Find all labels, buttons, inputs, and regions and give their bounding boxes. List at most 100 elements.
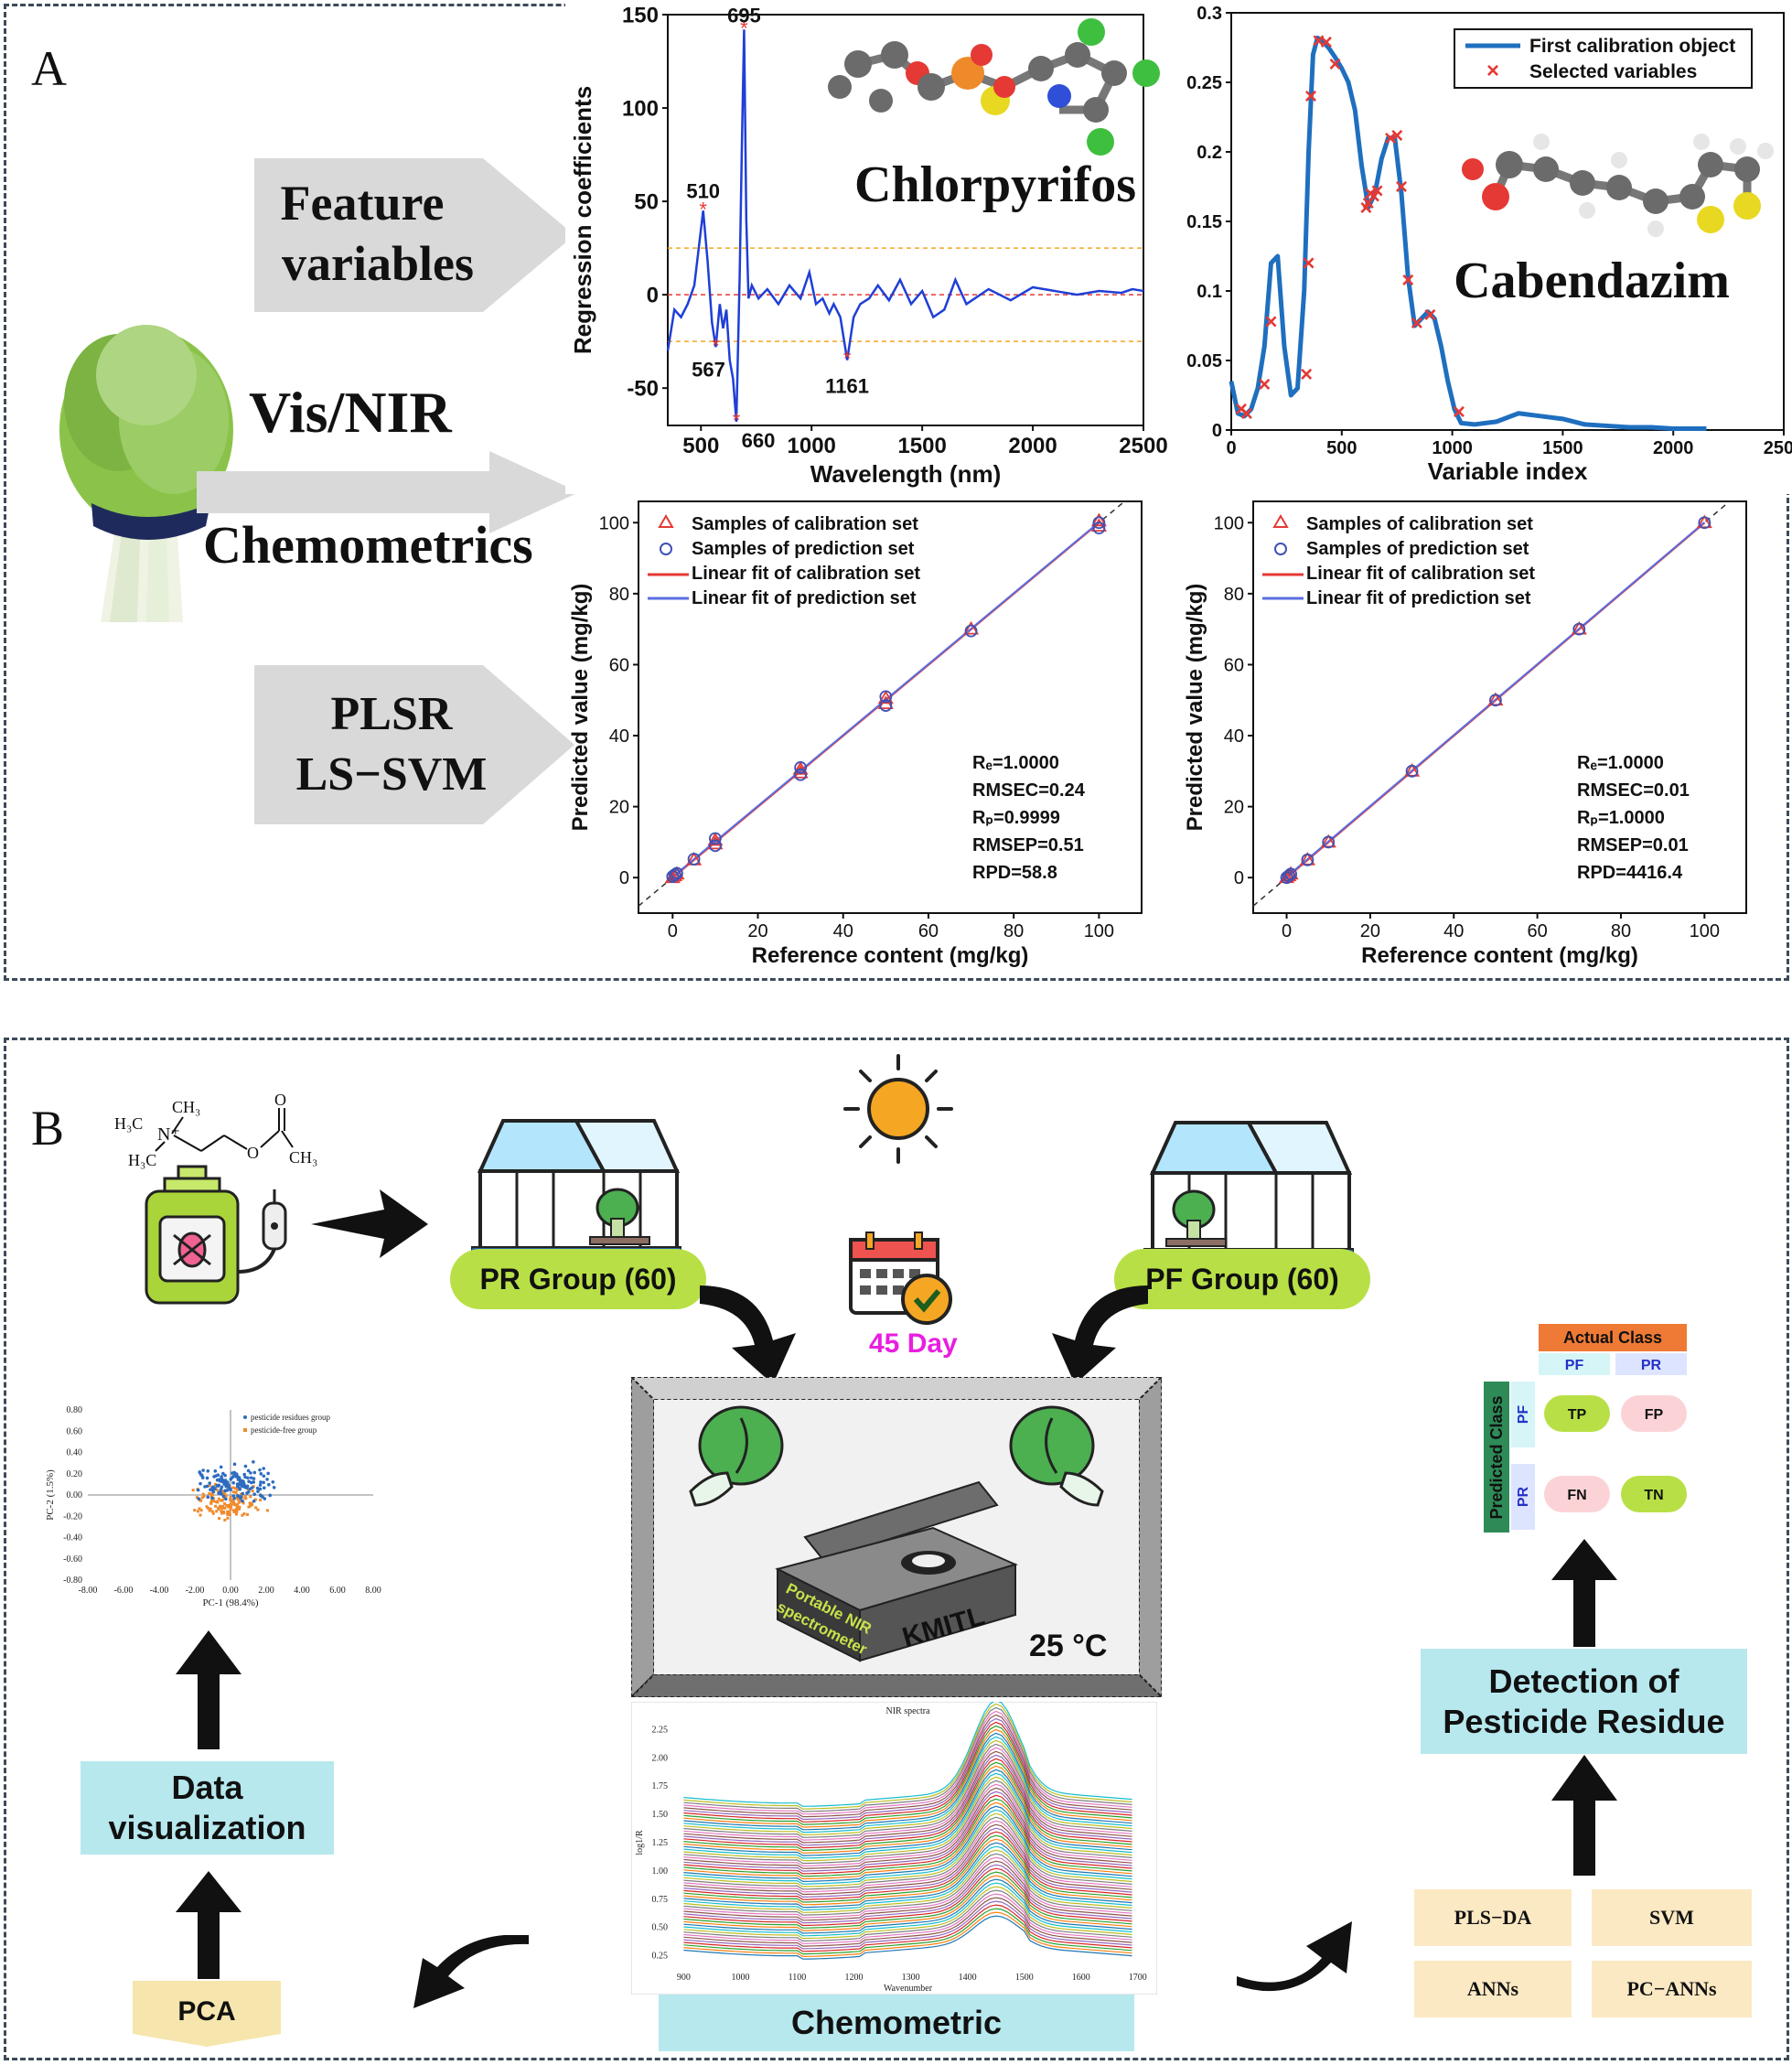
legend-entry: Samples of calibration set: [1306, 514, 1533, 534]
cm-fn: FN: [1567, 1488, 1586, 1503]
pca-point-free: [235, 1510, 239, 1513]
spectrum-line: [683, 1710, 1132, 1815]
calibration-point: [1320, 834, 1336, 848]
spectrum-line: [683, 1702, 1132, 1807]
peak-annotation: 567: [692, 358, 725, 381]
pca-point-residue: [241, 1479, 245, 1483]
pca-point-free: [259, 1498, 263, 1501]
spectrum-line: [683, 1860, 1132, 1921]
spectrum-line: [683, 1886, 1132, 1940]
pca-point-free: [236, 1498, 240, 1501]
calibration-point: [1696, 514, 1712, 529]
pca-point-residue: [237, 1476, 241, 1479]
prediction-point: [708, 839, 722, 853]
prediction-point: [1489, 694, 1502, 707]
pca-point-free: [249, 1504, 252, 1508]
x-tick-label: 8.00: [365, 1586, 381, 1596]
models-arrow: PLSR LS−SVM: [254, 665, 574, 824]
pca-point-free: [228, 1513, 231, 1517]
spectrum-line: [683, 1743, 1132, 1838]
spectrum-line: [683, 1897, 1132, 1947]
method-plsda: PLS−DA: [1414, 1889, 1572, 1946]
y-tick-label: 0.3: [1196, 4, 1222, 24]
pca-point-residue: [234, 1475, 239, 1479]
y-tick-label: -0.40: [63, 1533, 82, 1543]
pca-point-free: [202, 1495, 206, 1499]
prediction-point: [1322, 835, 1336, 849]
pca-point-residue: [206, 1469, 210, 1473]
pca-point-residue: [234, 1472, 239, 1476]
spectrum-line: [683, 1717, 1132, 1821]
pca-point-free: [227, 1511, 231, 1514]
pca-point-free: [226, 1512, 230, 1516]
pca-point-free: [250, 1501, 253, 1505]
pca-point-free: [232, 1509, 236, 1512]
spectrum-line: [683, 1769, 1132, 1856]
pca-point-free: [223, 1502, 227, 1506]
y-tick-label: 100: [1214, 513, 1244, 533]
pca-point-residue: [245, 1484, 250, 1489]
pca-point-residue: [216, 1473, 220, 1478]
spectrum-line: [683, 1750, 1132, 1844]
pca-point-free: [229, 1498, 232, 1501]
y-tick-label: 20: [609, 798, 629, 818]
x-axis-label: Variable index: [1428, 457, 1588, 485]
x-tick-label: 6.00: [329, 1586, 346, 1596]
chemometrics-label: Chemometrics: [203, 515, 533, 575]
selected-variable-marker: ×: [1300, 362, 1313, 387]
pca-point-free: [220, 1499, 224, 1502]
data-visualization-line2: visualization: [108, 1809, 306, 1846]
stat-label: RMSEC=0.24: [972, 780, 1086, 801]
spectrum-line: [683, 1875, 1132, 1931]
selected-variable-marker: ×: [1423, 303, 1436, 328]
pca-point-free: [247, 1505, 251, 1509]
x-tick-label: 500: [682, 434, 719, 458]
prediction-point: [1282, 869, 1295, 883]
pca-point-residue: [216, 1484, 220, 1488]
pca-point-free: [214, 1504, 218, 1508]
portable-nir-spectrometer: Portable NIR spectrometer KMITL: [774, 1480, 1018, 1662]
legend-entry: Samples of prediction set: [1306, 539, 1529, 559]
pca-point-residue: [252, 1460, 255, 1464]
spectrum-line: [683, 1838, 1132, 1906]
pca-point-free: [251, 1490, 254, 1493]
lettuce-illustration: [59, 325, 233, 622]
pca-point-residue: [232, 1496, 236, 1500]
y-tick-label: 0: [619, 868, 629, 888]
pca-point-residue: [206, 1495, 210, 1500]
pca-point-residue: [205, 1476, 209, 1480]
pca-point-residue: [211, 1489, 215, 1492]
x-tick-label: -6.00: [114, 1586, 134, 1596]
feature-variables-arrow: Feature variables: [254, 158, 574, 312]
spectrum-line: [683, 1783, 1132, 1867]
pca-point-residue: [201, 1468, 205, 1472]
pca-point-free: [199, 1513, 202, 1517]
pca-point-residue: [245, 1491, 249, 1495]
pca-point-residue: [224, 1484, 228, 1489]
pca-point-residue: [265, 1478, 269, 1481]
panel-a-label: A: [31, 41, 67, 96]
stat-label: Rₚ=1.0000: [1577, 808, 1665, 828]
y-tick-label: 0.05: [1186, 351, 1222, 371]
pca-point-residue: [262, 1474, 266, 1479]
x-axis-label: Reference content (mg/kg): [1361, 943, 1638, 968]
y-axis-label: log1/R: [635, 1830, 645, 1855]
spectrum-line: [683, 1878, 1132, 1934]
x-tick-label: 2000: [1653, 438, 1694, 458]
panel-b-label: B: [31, 1101, 65, 1156]
spectrum-line: [683, 1758, 1132, 1849]
y-tick-label: 80: [609, 585, 629, 605]
pca-point-free: [236, 1488, 240, 1491]
spectrum-line: [683, 1823, 1132, 1896]
pca-point-free: [208, 1484, 211, 1488]
spectrum-line: [683, 1714, 1132, 1818]
x-axis-label: Wavenumber: [884, 1984, 933, 1994]
method-svm: SVM: [1592, 1889, 1752, 1946]
stat-label: RMSEP=0.51: [972, 835, 1084, 855]
pca-point-residue: [226, 1480, 230, 1484]
pca-point-free: [252, 1485, 255, 1489]
chart-title: NIR spectra: [885, 1706, 930, 1716]
